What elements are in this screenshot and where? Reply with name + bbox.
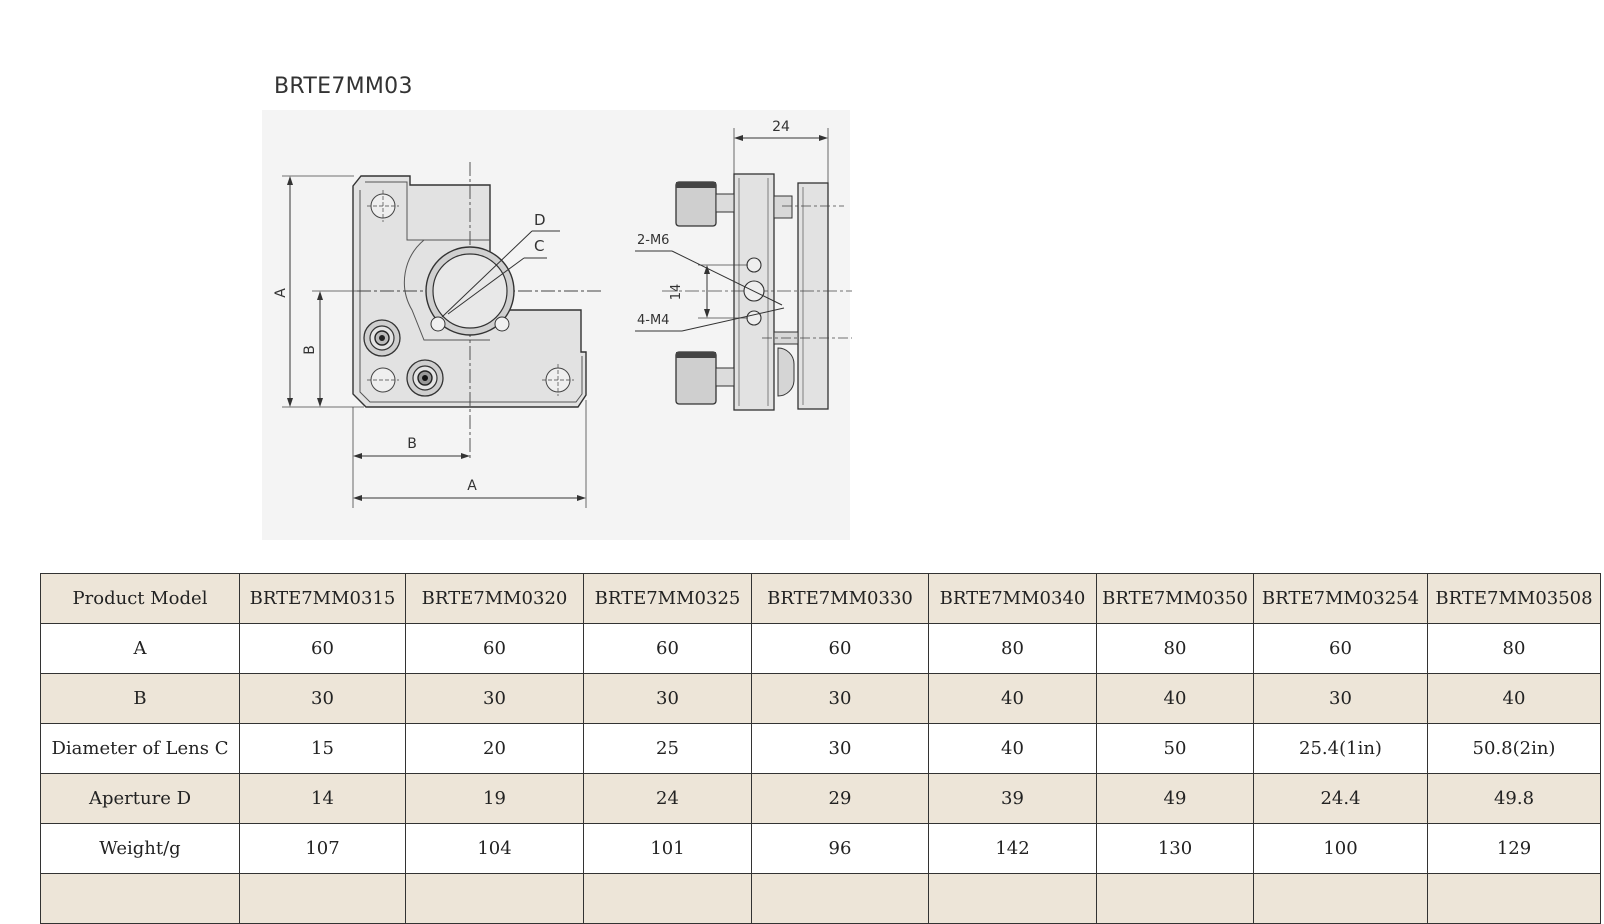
table-cell: 60: [405, 623, 584, 674]
technical-drawing: D C A B B A 24: [262, 110, 852, 540]
adjuster-knob-left: [363, 319, 401, 357]
table-cell: 39: [928, 773, 1097, 824]
table-header-cell: BRTE7MM0350: [1096, 573, 1254, 624]
side-view: 24 1: [635, 119, 852, 411]
table-header-cell: BRTE7MM0325: [583, 573, 752, 624]
table-cell: 50: [1096, 723, 1254, 774]
table-cell: 40: [928, 673, 1097, 724]
front-slot-arc: [403, 239, 490, 341]
table-cell: 60: [239, 623, 406, 674]
table-row: B 30 30 30 30 40 40 30 40: [40, 673, 1601, 724]
table-cell: 130: [1096, 823, 1254, 874]
side-rear-plate: [797, 182, 829, 410]
label-C: C: [534, 237, 544, 255]
table-cell: 24: [583, 773, 752, 824]
table-cell: 104: [405, 823, 584, 874]
table-cell: Diameter of Lens C: [40, 723, 240, 774]
table-cell: 14: [239, 773, 406, 824]
table-header-cell: BRTE7MM03508: [1427, 573, 1601, 624]
table-cell: 15: [239, 723, 406, 774]
table-cell: A: [40, 623, 240, 674]
table-header-cell: Product Model: [40, 573, 240, 624]
table-header-cell: BRTE7MM0320: [405, 573, 584, 624]
table-cell: 101: [583, 823, 752, 874]
table-cell: 25.4(1in): [1253, 723, 1428, 774]
side-knob-bottom: [675, 351, 735, 405]
table-cell: 40: [1096, 673, 1254, 724]
table-cell: 107: [239, 823, 406, 874]
table-row-partial: [40, 873, 1601, 924]
label-A-horizontal: A: [467, 478, 477, 494]
table-cell: 30: [751, 723, 929, 774]
table-row: A 60 60 60 60 80 80 60 80: [40, 623, 1601, 674]
table-cell: 80: [1427, 623, 1601, 674]
front-view: D C A B B A: [273, 162, 602, 508]
table-cell: 30: [751, 673, 929, 724]
table-cell: Aperture D: [40, 773, 240, 824]
table-cell: 30: [1253, 673, 1428, 724]
table-cell: 30: [405, 673, 584, 724]
table-cell: Weight/g: [40, 823, 240, 874]
table-cell: 96: [751, 823, 929, 874]
table-header-cell: BRTE7MM03254: [1253, 573, 1428, 624]
side-hole-top: [746, 257, 762, 273]
side-hole-bottom: [746, 310, 762, 326]
table-cell: 60: [1253, 623, 1428, 674]
table-cell: 20: [405, 723, 584, 774]
table-cell: 80: [1096, 623, 1254, 674]
table-header-cell: BRTE7MM0340: [928, 573, 1097, 624]
table-cell: 142: [928, 823, 1097, 874]
table-row: Weight/g 107 104 101 96 142 130 100 129: [40, 823, 1601, 874]
table-header-cell: BRTE7MM0330: [751, 573, 929, 624]
table-cell: 50.8(2in): [1427, 723, 1601, 774]
table-cell: 100: [1253, 823, 1428, 874]
table-cell: 40: [1427, 673, 1601, 724]
label-14: 14: [669, 284, 684, 301]
label-2-M6: 2-M6: [637, 233, 669, 248]
table-cell: 80: [928, 623, 1097, 674]
label-24: 24: [772, 119, 790, 135]
table-cell: B: [40, 673, 240, 724]
retainer-hole-left: [430, 316, 446, 332]
front-plate-inner: [359, 181, 583, 403]
table-cell: 30: [583, 673, 752, 724]
label-D: D: [534, 211, 546, 229]
table-cell: 40: [928, 723, 1097, 774]
table-header-cell: BRTE7MM0315: [239, 573, 406, 624]
table-cell: 129: [1427, 823, 1601, 874]
label-B-vertical: B: [302, 345, 318, 355]
table-header-row: Product Model BRTE7MM0315 BRTE7MM0320 BR…: [40, 573, 1601, 624]
table-cell: 60: [583, 623, 752, 674]
spec-table: Product Model BRTE7MM0315 BRTE7MM0320 BR…: [40, 573, 1601, 924]
table-row: Aperture D 14 19 24 29 39 49 24.4 49.8: [40, 773, 1601, 824]
side-knob-top: [675, 181, 735, 227]
adjuster-knob-right: [406, 359, 444, 397]
table-cell: 49.8: [1427, 773, 1601, 824]
table-cell: 60: [751, 623, 929, 674]
table-row: Diameter of Lens C 15 20 25 30 40 50 25.…: [40, 723, 1601, 774]
table-cell: 24.4: [1253, 773, 1428, 824]
table-cell: 29: [751, 773, 929, 824]
table-cell: 25: [583, 723, 752, 774]
table-cell: 49: [1096, 773, 1254, 824]
page-title: BRTE7MM03: [274, 74, 413, 99]
table-cell: 30: [239, 673, 406, 724]
table-cell: 19: [405, 773, 584, 824]
label-B-horizontal: B: [407, 436, 417, 452]
label-4-M4: 4-M4: [637, 313, 669, 328]
label-A-vertical: A: [273, 288, 289, 298]
retainer-hole-right: [494, 316, 510, 332]
